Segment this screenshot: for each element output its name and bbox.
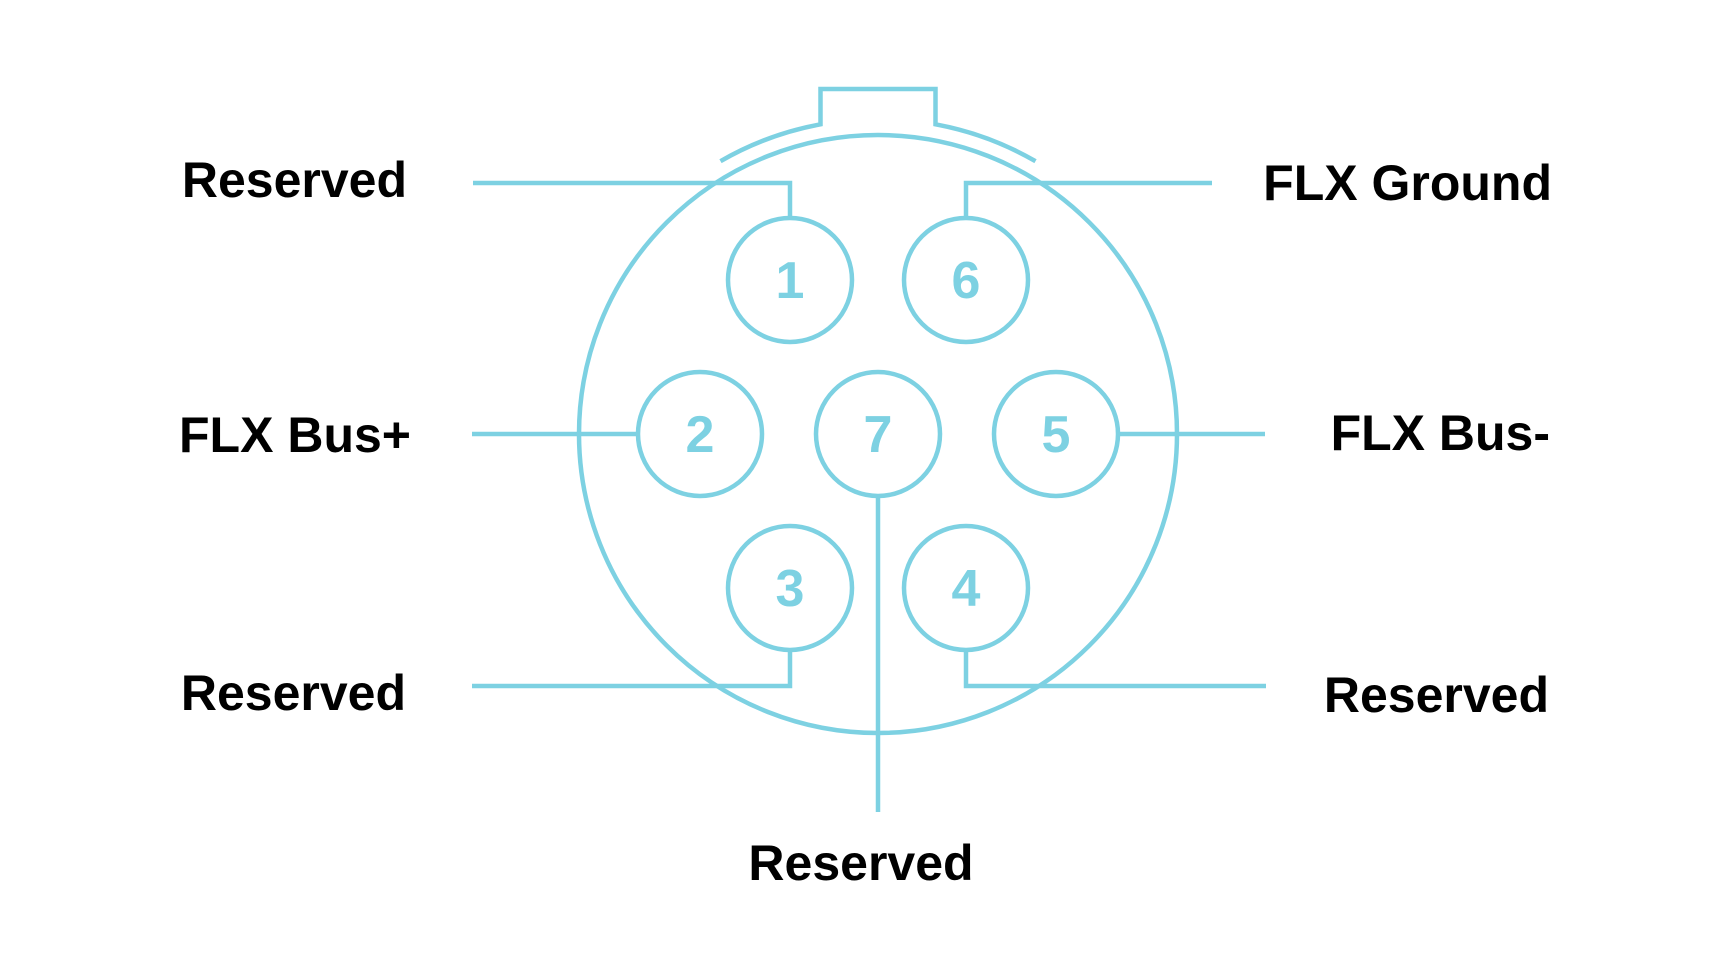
pin-3-leader-line bbox=[472, 650, 793, 689]
connector-key-notch-arc bbox=[719, 86, 1037, 164]
pin-6-leader-line bbox=[963, 180, 1212, 218]
pin-4-label: Reserved bbox=[1324, 667, 1549, 723]
pin-1-number: 1 bbox=[776, 252, 805, 310]
pin-4-leader-line bbox=[963, 650, 1266, 689]
pin-7-label: Reserved bbox=[748, 835, 973, 891]
pin-3-number: 3 bbox=[776, 560, 805, 618]
pin-1-label: Reserved bbox=[182, 152, 407, 208]
pin-5: 5 bbox=[991, 369, 1121, 499]
pin-2-label: FLX Bus+ bbox=[179, 407, 411, 463]
pin-6-circle bbox=[901, 215, 1031, 345]
pin-7-number: 7 bbox=[864, 406, 893, 464]
pin-4-number: 4 bbox=[952, 560, 981, 618]
pin-1: 1 bbox=[725, 215, 855, 345]
pin-7: 7 bbox=[813, 369, 943, 499]
pin-5-number: 5 bbox=[1042, 406, 1071, 464]
pin-4: 4 bbox=[901, 523, 1031, 653]
pin-6-number: 6 bbox=[952, 252, 981, 310]
pin-2: 2 bbox=[635, 369, 765, 499]
pin-6: 6 bbox=[901, 215, 1031, 345]
pin-7-circle bbox=[813, 369, 943, 499]
pin-3-circle bbox=[725, 523, 855, 653]
pin-5-circle bbox=[991, 369, 1121, 499]
pin-2-number: 2 bbox=[686, 406, 715, 464]
pin-1-leader-line bbox=[473, 180, 793, 218]
pin-6-label: FLX Ground bbox=[1263, 155, 1552, 211]
pin-3-label: Reserved bbox=[181, 665, 406, 721]
pin-4-circle bbox=[901, 523, 1031, 653]
pin-5-label: FLX Bus- bbox=[1331, 405, 1550, 461]
pin-1-circle bbox=[725, 215, 855, 345]
pin-2-circle bbox=[635, 369, 765, 499]
pin-3: 3 bbox=[725, 523, 855, 653]
